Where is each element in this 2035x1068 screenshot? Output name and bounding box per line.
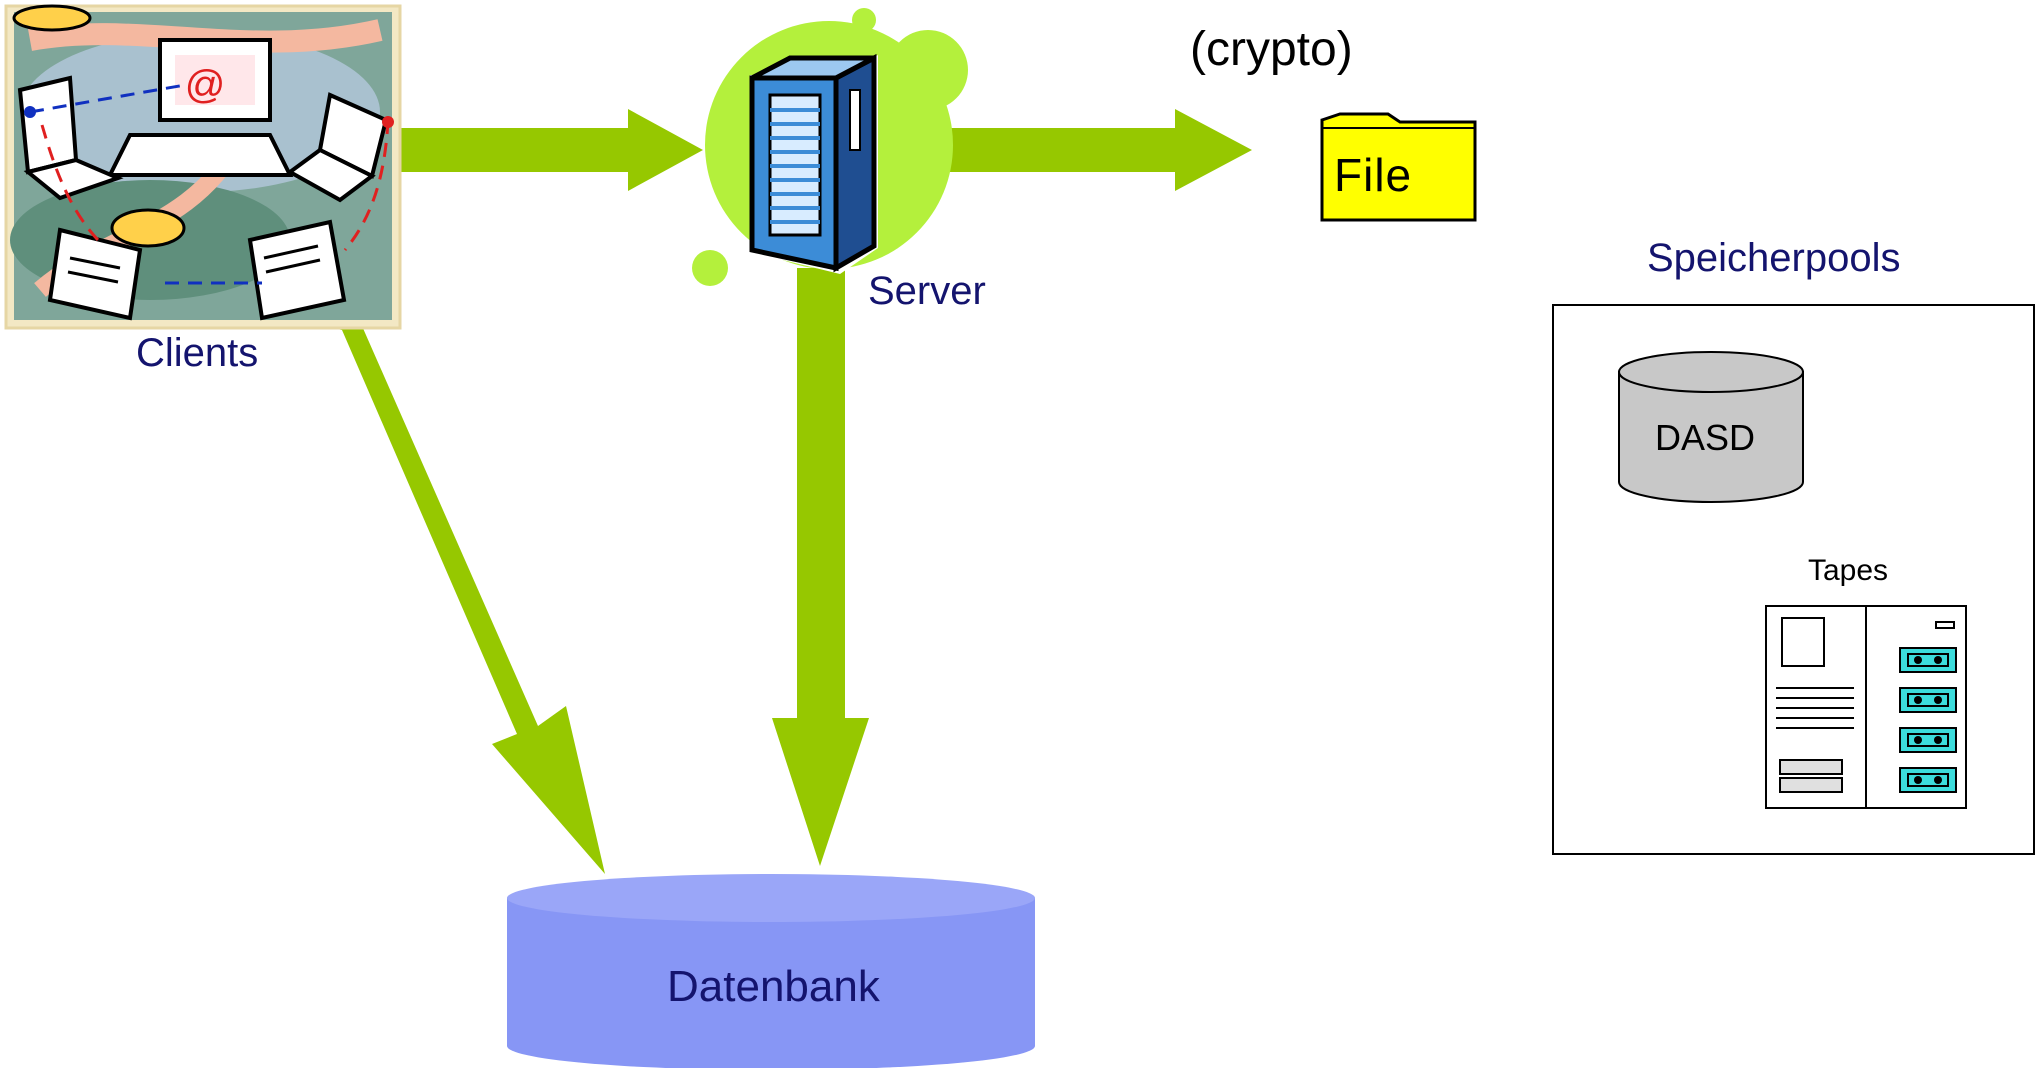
- tapes-label: Tapes: [1808, 554, 1889, 587]
- datenbank-icon: [507, 874, 1035, 1068]
- speicherpools-label: Speicherpools: [1647, 236, 1901, 280]
- file-folder-icon: [1320, 112, 1477, 222]
- dasd-label: DASD: [1655, 417, 1756, 458]
- arrow-clients-to-server: [392, 109, 703, 191]
- arrow-server-to-file: [938, 109, 1252, 191]
- clients-label: Clients: [136, 331, 259, 375]
- svg-text:@: @: [185, 63, 226, 107]
- tape-library-icon: [1765, 605, 1967, 809]
- arrow-server-to-datenbank: [772, 268, 869, 866]
- crypto-label: (crypto): [1190, 23, 1353, 76]
- datenbank-label: Datenbank: [667, 962, 880, 1011]
- clients-icon: @: [4, 4, 402, 330]
- file-label: File: [1334, 149, 1413, 201]
- server-icon: [692, 8, 968, 286]
- arrows: [322, 109, 1252, 874]
- server-label: Server: [868, 269, 986, 313]
- arrow-clients-to-datenbank: [322, 326, 605, 874]
- dasd-icon: [1618, 351, 1804, 503]
